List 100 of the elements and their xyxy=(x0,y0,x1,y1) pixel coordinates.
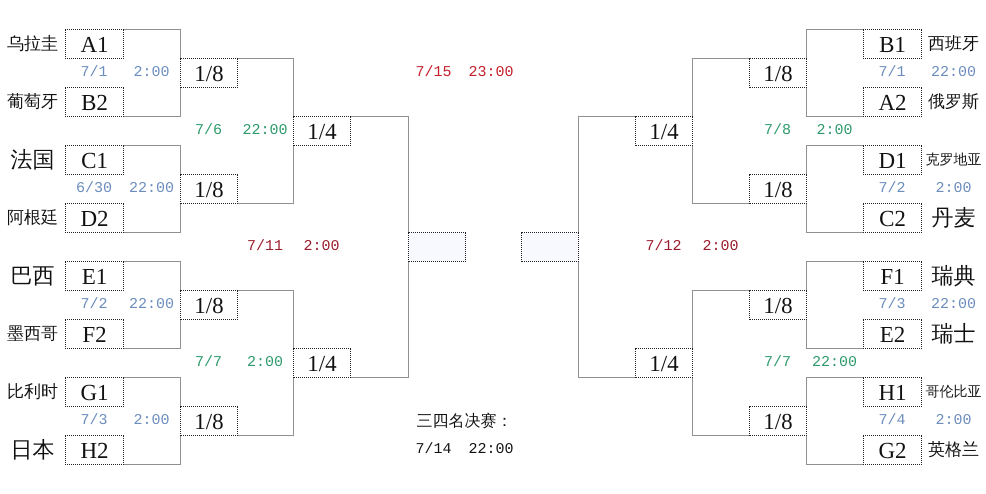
team-name: 墨西哥 xyxy=(6,323,59,346)
match-date: 7/2 xyxy=(80,295,108,315)
match-box: 1/8 xyxy=(180,290,238,320)
team-name: 乌拉圭 xyxy=(6,33,59,56)
bracket-line xyxy=(123,319,181,349)
team-name: 法国 xyxy=(10,147,56,175)
team-name: 俄罗斯 xyxy=(927,91,980,114)
team-name: 葡萄牙 xyxy=(6,91,59,114)
bracket-line xyxy=(123,203,181,233)
bracket-line xyxy=(237,145,294,204)
match-time: 2:00 xyxy=(702,237,738,257)
bracket-line xyxy=(806,203,864,233)
match-date: 7/11 xyxy=(246,237,283,257)
match-time: 22:00 xyxy=(128,295,174,315)
bracket-line xyxy=(692,377,750,436)
bracket-line xyxy=(123,261,181,291)
match-time: 22:00 xyxy=(930,63,976,83)
bracket-line xyxy=(806,435,864,465)
match-time: 2:00 xyxy=(935,179,972,199)
match-time: 2:00 xyxy=(303,237,340,257)
match-date: 7/8 xyxy=(764,121,791,141)
seed-box: D1 xyxy=(863,145,922,175)
bracket-line xyxy=(806,261,864,291)
match-box xyxy=(521,232,579,262)
match-time: 2:00 xyxy=(133,63,170,83)
match-box: 1/4 xyxy=(293,116,351,146)
seed-box: G2 xyxy=(863,435,922,465)
match-box: 1/4 xyxy=(293,348,351,378)
team-name: 哥伦比亚 xyxy=(924,383,982,402)
bracket-line xyxy=(806,377,864,407)
match-time: 2:00 xyxy=(816,121,852,141)
match-box: 1/8 xyxy=(180,406,238,436)
bracket-line xyxy=(692,290,750,349)
seed-box: G1 xyxy=(65,377,124,407)
team-name: 阿根廷 xyxy=(6,207,59,230)
match-time: 2:00 xyxy=(935,411,972,431)
match-date: 7/3 xyxy=(80,411,108,431)
team-name: 英格兰 xyxy=(927,439,980,462)
match-date: 7/4 xyxy=(878,411,906,431)
team-name: 瑞士 xyxy=(930,321,976,349)
bracket-line xyxy=(237,58,294,117)
match-date: 7/1 xyxy=(878,63,906,83)
match-date: 7/12 xyxy=(645,237,682,257)
match-time: 22:00 xyxy=(930,295,976,315)
team-name: 西班牙 xyxy=(927,33,980,56)
match-time: 2:00 xyxy=(133,411,170,431)
bracket-line xyxy=(350,261,409,378)
match-date: 7/7 xyxy=(764,353,791,373)
bracket-line xyxy=(350,116,409,233)
seed-box: H2 xyxy=(65,435,124,465)
match-date: 7/6 xyxy=(194,121,222,141)
match-time: 2:00 xyxy=(246,353,283,373)
match-box: 1/8 xyxy=(749,174,807,204)
seed-box: F2 xyxy=(65,319,124,349)
match-box: 1/8 xyxy=(749,290,807,320)
match-box: 1/8 xyxy=(180,174,238,204)
seed-box: E2 xyxy=(863,319,922,349)
seed-box: B1 xyxy=(863,29,922,59)
third-place-date-time: 7/14 22:00 xyxy=(415,440,514,460)
team-name: 瑞典 xyxy=(930,263,976,291)
bracket-line xyxy=(123,29,181,59)
bracket-line xyxy=(237,290,294,349)
bracket-line xyxy=(578,116,636,233)
match-date: 7/3 xyxy=(878,295,906,315)
match-box: 1/8 xyxy=(749,406,807,436)
seed-box: C2 xyxy=(863,203,922,233)
match-time: 22:00 xyxy=(812,353,857,373)
match-time: 22:00 xyxy=(128,179,174,199)
seed-box: D2 xyxy=(65,203,124,233)
bracket-line xyxy=(123,145,181,175)
final-date-time: 7/15 23:00 xyxy=(415,63,514,83)
bracket-line xyxy=(806,87,864,117)
team-name: 克罗地亚 xyxy=(924,151,982,170)
match-time: 22:00 xyxy=(242,121,288,141)
bracket-line xyxy=(806,29,864,59)
match-date: 7/7 xyxy=(194,353,222,373)
bracket-line xyxy=(123,377,181,407)
bracket-line xyxy=(692,145,750,204)
seed-box: H1 xyxy=(863,377,922,407)
match-date: 7/2 xyxy=(878,179,906,199)
match-box xyxy=(408,232,466,262)
match-box: 1/4 xyxy=(635,348,693,378)
bracket-line xyxy=(806,145,864,175)
team-name: 日本 xyxy=(10,437,56,465)
match-date: 7/1 xyxy=(80,63,108,83)
seed-box: B2 xyxy=(65,87,124,117)
seed-box: C1 xyxy=(65,145,124,175)
seed-box: A1 xyxy=(65,29,124,59)
bracket-line xyxy=(123,435,181,465)
bracket-line xyxy=(692,58,750,117)
bracket-line xyxy=(578,261,636,378)
bracket-line xyxy=(237,377,294,436)
match-box: 1/8 xyxy=(749,58,807,88)
bracket-line xyxy=(806,319,864,349)
match-box: 1/4 xyxy=(635,116,693,146)
match-box: 1/8 xyxy=(180,58,238,88)
team-name: 巴西 xyxy=(10,263,56,291)
team-name: 比利时 xyxy=(6,381,59,404)
seed-box: F1 xyxy=(863,261,922,291)
match-date: 6/30 xyxy=(76,179,112,199)
